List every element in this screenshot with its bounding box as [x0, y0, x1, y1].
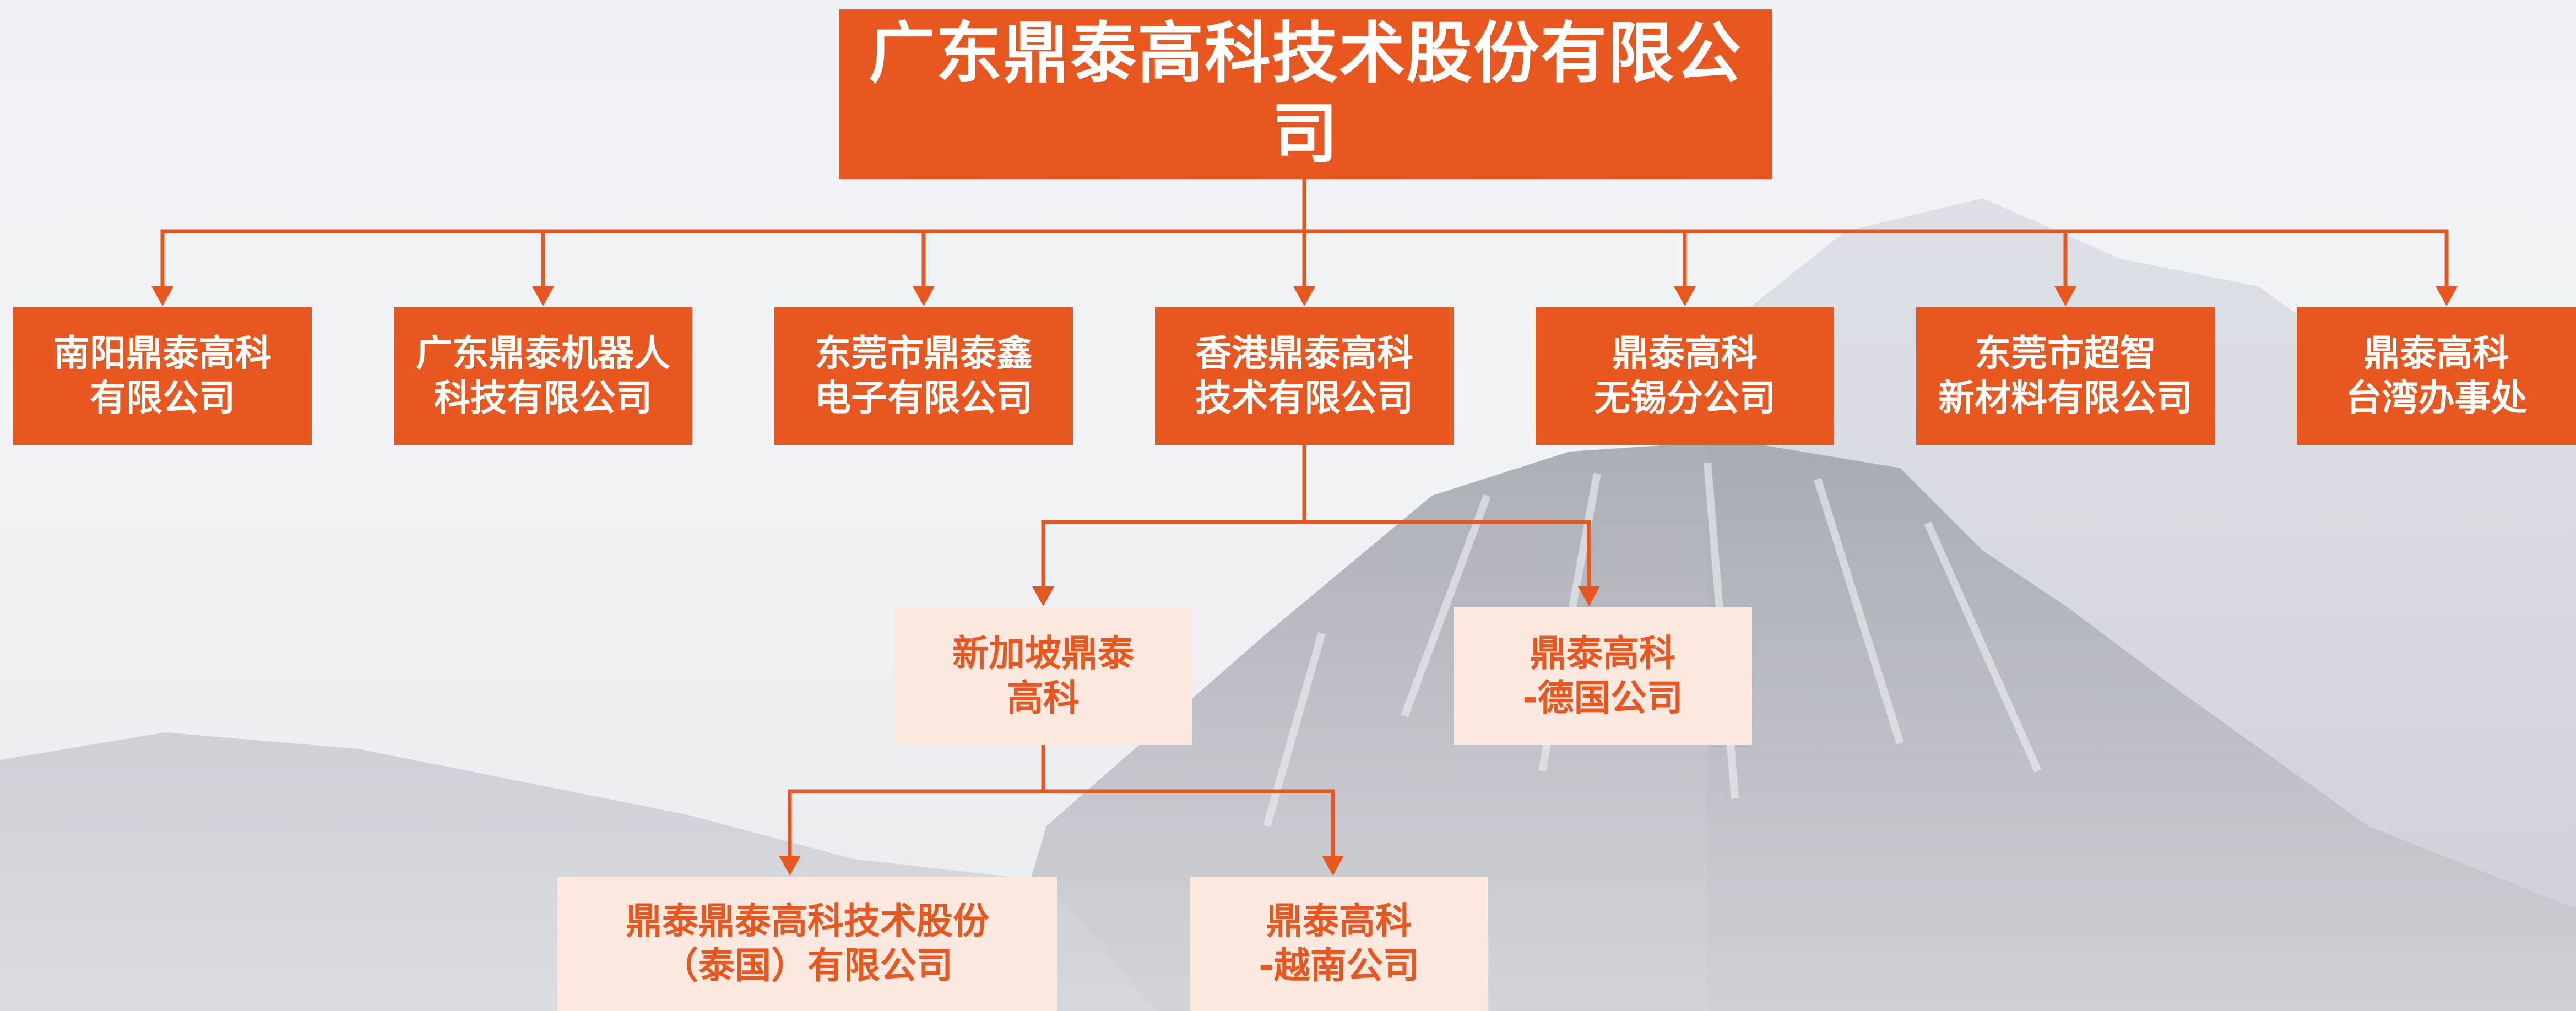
arrow-to-subsidiary-6-arrowhead [2436, 286, 2458, 306]
arrow-to-subsidiary-1-arrowhead [532, 286, 554, 306]
main-peak [991, 441, 2576, 1011]
arrow-to-germany-arrowhead [1578, 586, 1600, 606]
arrow-to-subsidiary-0-arrowhead [151, 286, 173, 306]
subsidiary-robotics: 广东鼎泰机器人 科技有限公司 [394, 307, 692, 445]
arrow-to-subsidiary-2-arrowhead [913, 286, 935, 306]
subsidiary-nanyang: 南阳鼎泰高科 有限公司 [13, 307, 312, 445]
arrow-to-subsidiary-5-arrowhead [2054, 286, 2076, 306]
arrow-to-subsidiary-3-arrowhead [1293, 286, 1315, 306]
subsidiary-chaozhi-materials: 东莞市超智 新材料有限公司 [1916, 307, 2215, 445]
hk-child-germany: 鼎泰高科 -德国公司 [1454, 607, 1752, 745]
sg-child-thailand: 鼎泰鼎泰高科技术股份 （泰国）有限公司 [557, 877, 1057, 1011]
subsidiary-wuxi-branch: 鼎泰高科 无锡分公司 [1536, 307, 1834, 445]
arrow-to-vietnam-arrowhead [1322, 856, 1344, 876]
subsidiary-taiwan-office: 鼎泰高科 台湾办事处 [2297, 307, 2576, 445]
subsidiary-dongguan-dingtaixin: 东莞市鼎泰鑫 电子有限公司 [774, 307, 1073, 445]
hk-child-singapore: 新加坡鼎泰 高科 [894, 607, 1192, 745]
arrow-to-singapore-arrowhead [1032, 586, 1054, 606]
root-company-box: 广东鼎泰高科技术股份有限公司 [839, 9, 1772, 179]
arrow-to-subsidiary-4-arrowhead [1674, 286, 1696, 306]
sg-child-vietnam: 鼎泰高科 -越南公司 [1190, 877, 1488, 1011]
subsidiary-hongkong: 香港鼎泰高科 技术有限公司 [1155, 307, 1454, 445]
arrow-to-thailand-arrowhead [779, 856, 801, 876]
